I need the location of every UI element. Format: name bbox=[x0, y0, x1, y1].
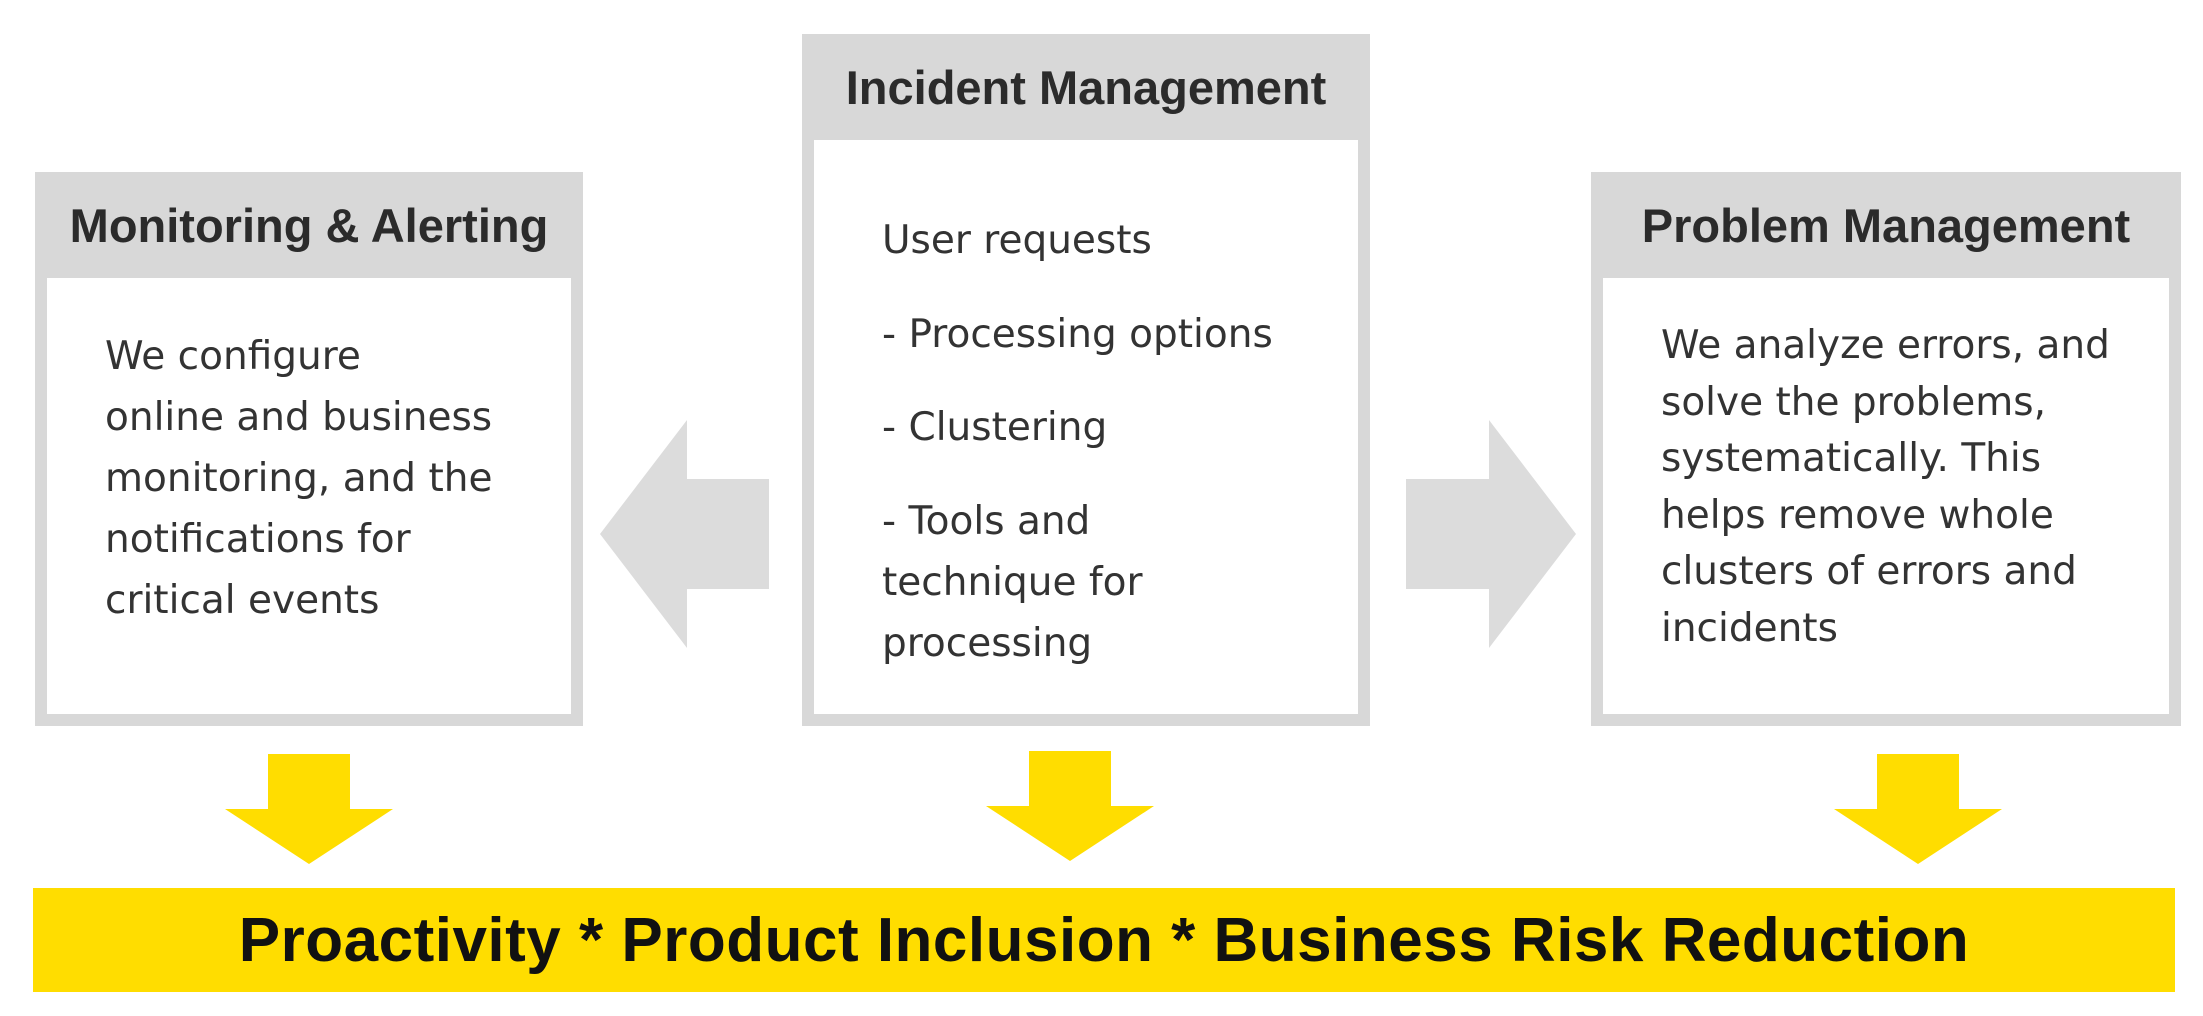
problem-line-6: incidents bbox=[1661, 605, 1838, 651]
problem-line-4: helps remove whole bbox=[1661, 492, 2054, 538]
monitoring-alerting-title: Monitoring & Alerting bbox=[69, 198, 549, 252]
problem-line-3: systematically. This bbox=[1661, 436, 2042, 481]
monitoring-line-5: critical events bbox=[105, 578, 380, 623]
monitoring-alerting-body: We configure online and business monitor… bbox=[47, 278, 571, 714]
arrow-down-icon bbox=[225, 754, 393, 864]
problem-management-box: Problem Management We analyze errors, an… bbox=[1591, 172, 2181, 726]
monitoring-line-2: online and business bbox=[105, 395, 493, 440]
arrow-left-icon bbox=[600, 420, 769, 648]
arrow-right-icon bbox=[1406, 420, 1576, 648]
incident-management-title: Incident Management bbox=[845, 60, 1327, 114]
arrow-down-icon bbox=[1834, 754, 2002, 864]
incident-item-tools-1: - Tools and bbox=[882, 499, 1091, 544]
problem-management-title: Problem Management bbox=[1641, 198, 2131, 252]
incident-management-body: User requests - Processing options - Clu… bbox=[814, 140, 1358, 714]
incident-item-tools-3: processing bbox=[882, 621, 1093, 666]
incident-item-tools-2: technique for bbox=[882, 560, 1143, 605]
problem-management-body: We analyze errors, and solve the problem… bbox=[1603, 278, 2169, 714]
problem-line-2: solve the problems, bbox=[1661, 379, 2046, 425]
incident-item-processing-options: - Processing options bbox=[882, 312, 1273, 357]
monitoring-line-1: We configure bbox=[105, 334, 361, 379]
banner-text: Proactivity * Product Inclusion * Busine… bbox=[238, 905, 1970, 975]
incident-management-box: Incident Management User requests - Proc… bbox=[802, 34, 1370, 726]
monitoring-alerting-box: Monitoring & Alerting We configure onlin… bbox=[35, 172, 583, 726]
monitoring-line-3: monitoring, and the bbox=[105, 456, 493, 501]
incident-item-clustering: - Clustering bbox=[882, 405, 1108, 450]
monitoring-line-4: notifications for bbox=[105, 517, 411, 562]
problem-line-5: clusters of errors and bbox=[1661, 549, 2077, 594]
value-banner: Proactivity * Product Inclusion * Busine… bbox=[33, 888, 2175, 992]
incident-item-user-requests: User requests bbox=[882, 218, 1152, 263]
arrow-down-icon bbox=[986, 751, 1154, 861]
problem-line-1: We analyze errors, and bbox=[1661, 323, 2110, 368]
